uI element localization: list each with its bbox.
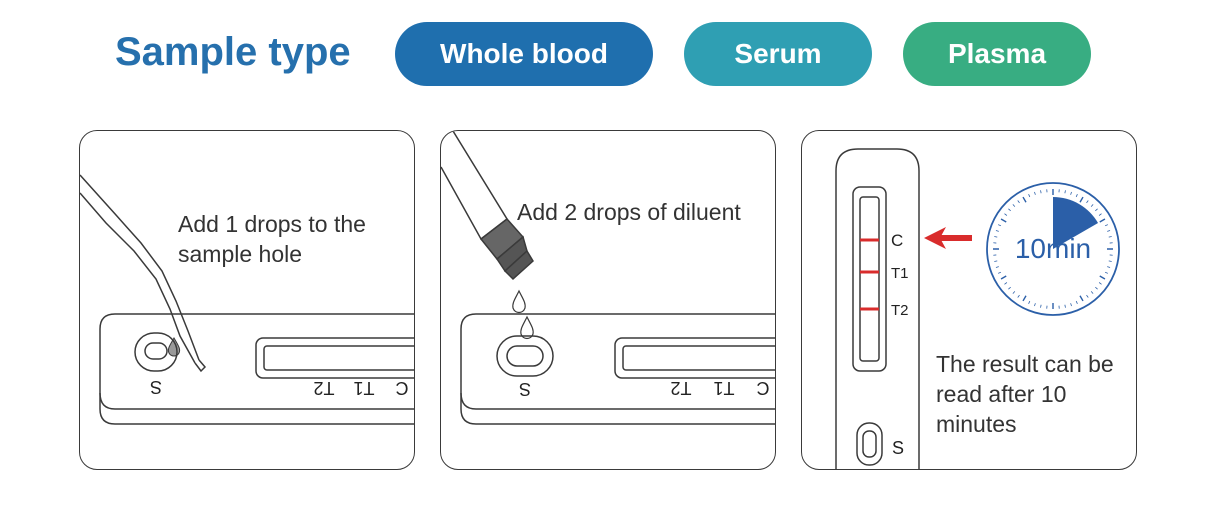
diluent-drop-2-icon xyxy=(520,315,534,340)
test-cassette xyxy=(99,313,414,425)
sample-type-whole-blood: Whole blood xyxy=(395,22,653,86)
clock-tick xyxy=(1040,190,1042,194)
clock-tick xyxy=(1004,282,1008,285)
clock-tick xyxy=(1004,213,1008,216)
step-2-illustration: S T2 T1 C xyxy=(441,131,775,425)
clock-tick xyxy=(1022,196,1027,203)
clock-tick xyxy=(1099,218,1106,223)
clock-tick xyxy=(1017,294,1020,298)
clock-tick xyxy=(1104,224,1108,227)
clock-tick xyxy=(1075,300,1078,304)
timer-label: 10min xyxy=(1014,233,1092,264)
diluent-drop-1-icon xyxy=(512,289,526,314)
step-2-instruction: Add 2 drops of diluent xyxy=(517,199,741,225)
clock-tick xyxy=(1012,291,1016,294)
clock-tick xyxy=(994,260,998,262)
t2-label: T2 xyxy=(891,302,909,319)
c-label: C xyxy=(396,378,409,398)
step-1-panel: S T2 T1 C Add 1 drops to the sample hole xyxy=(79,130,415,470)
clock-tick xyxy=(1034,303,1036,307)
step-3-illustration: C T1 T2 S xyxy=(835,148,1120,469)
clock-tick xyxy=(1108,260,1112,262)
clock-tick xyxy=(995,230,999,232)
c-label: C xyxy=(891,231,903,250)
clock-tick xyxy=(1022,295,1027,302)
clock-tick xyxy=(994,236,998,238)
t1-label: T1 xyxy=(891,265,909,282)
t2-label: T2 xyxy=(670,378,691,398)
test-cassette-vertical xyxy=(835,148,920,469)
clock-tick xyxy=(1028,194,1031,198)
sample-type-serum: Serum xyxy=(684,22,872,86)
clock-tick xyxy=(1040,304,1042,308)
clock-tick xyxy=(1090,204,1094,207)
clock-tick xyxy=(1075,194,1078,198)
clock-tick xyxy=(1098,282,1102,285)
t2-label: T2 xyxy=(313,378,334,398)
clock-tick xyxy=(1017,200,1020,204)
step-3-instruction: The result can be read after 10 minutes xyxy=(936,351,1114,437)
clock-tick xyxy=(1104,271,1108,274)
clock-tick xyxy=(1070,303,1072,307)
diluent-dropper-icon xyxy=(441,131,534,281)
clock-tick xyxy=(1064,304,1066,308)
sample-well-label: S xyxy=(150,377,162,397)
page-title: Sample type xyxy=(115,30,351,74)
clock-tick xyxy=(1079,295,1084,302)
clock-tick xyxy=(1107,230,1111,232)
t1-label: T1 xyxy=(713,378,734,398)
clock-tick xyxy=(998,224,1002,227)
clock-tick xyxy=(1108,236,1112,238)
clock-tick xyxy=(1107,266,1111,268)
timer-clock-icon xyxy=(986,182,1120,316)
clock-tick xyxy=(998,271,1002,274)
clock-tick xyxy=(1034,191,1036,195)
clock-tick xyxy=(1012,204,1016,207)
clock-tick xyxy=(1086,200,1089,204)
clock-tick xyxy=(1000,218,1007,223)
clock-tick xyxy=(1028,300,1031,304)
clock-tick xyxy=(1008,286,1011,290)
clock-tick xyxy=(1099,275,1106,280)
pipette-icon xyxy=(80,174,207,373)
sample-well-label: S xyxy=(892,438,904,458)
left-arrow-icon xyxy=(924,227,972,249)
clock-tick xyxy=(995,266,999,268)
clock-tick xyxy=(1000,275,1007,280)
sample-type-plasma: Plasma xyxy=(903,22,1091,86)
clock-tick xyxy=(1079,196,1084,203)
clock-tick xyxy=(1090,291,1094,294)
sample-well-label: S xyxy=(519,379,531,399)
clock-tick xyxy=(1086,294,1089,298)
step-1-illustration: S T2 T1 C xyxy=(80,174,414,425)
step-2-panel: S T2 T1 C Add 2 drops of diluent xyxy=(440,130,776,470)
step-1-instruction: Add 1 drops to the sample hole xyxy=(178,211,366,267)
clock-tick xyxy=(1070,191,1072,195)
clock-tick xyxy=(1008,208,1011,212)
test-cassette xyxy=(460,313,775,425)
timer-elapsed-wedge xyxy=(1053,197,1099,249)
clock-tick xyxy=(1098,213,1102,216)
c-label: C xyxy=(757,378,770,398)
clock-tick xyxy=(1064,190,1066,194)
clock-tick xyxy=(1095,286,1098,290)
clock-tick xyxy=(1095,208,1098,212)
t1-label: T1 xyxy=(353,378,374,398)
step-3-panel: C T1 T2 S 10min The result can be read a… xyxy=(801,130,1137,470)
